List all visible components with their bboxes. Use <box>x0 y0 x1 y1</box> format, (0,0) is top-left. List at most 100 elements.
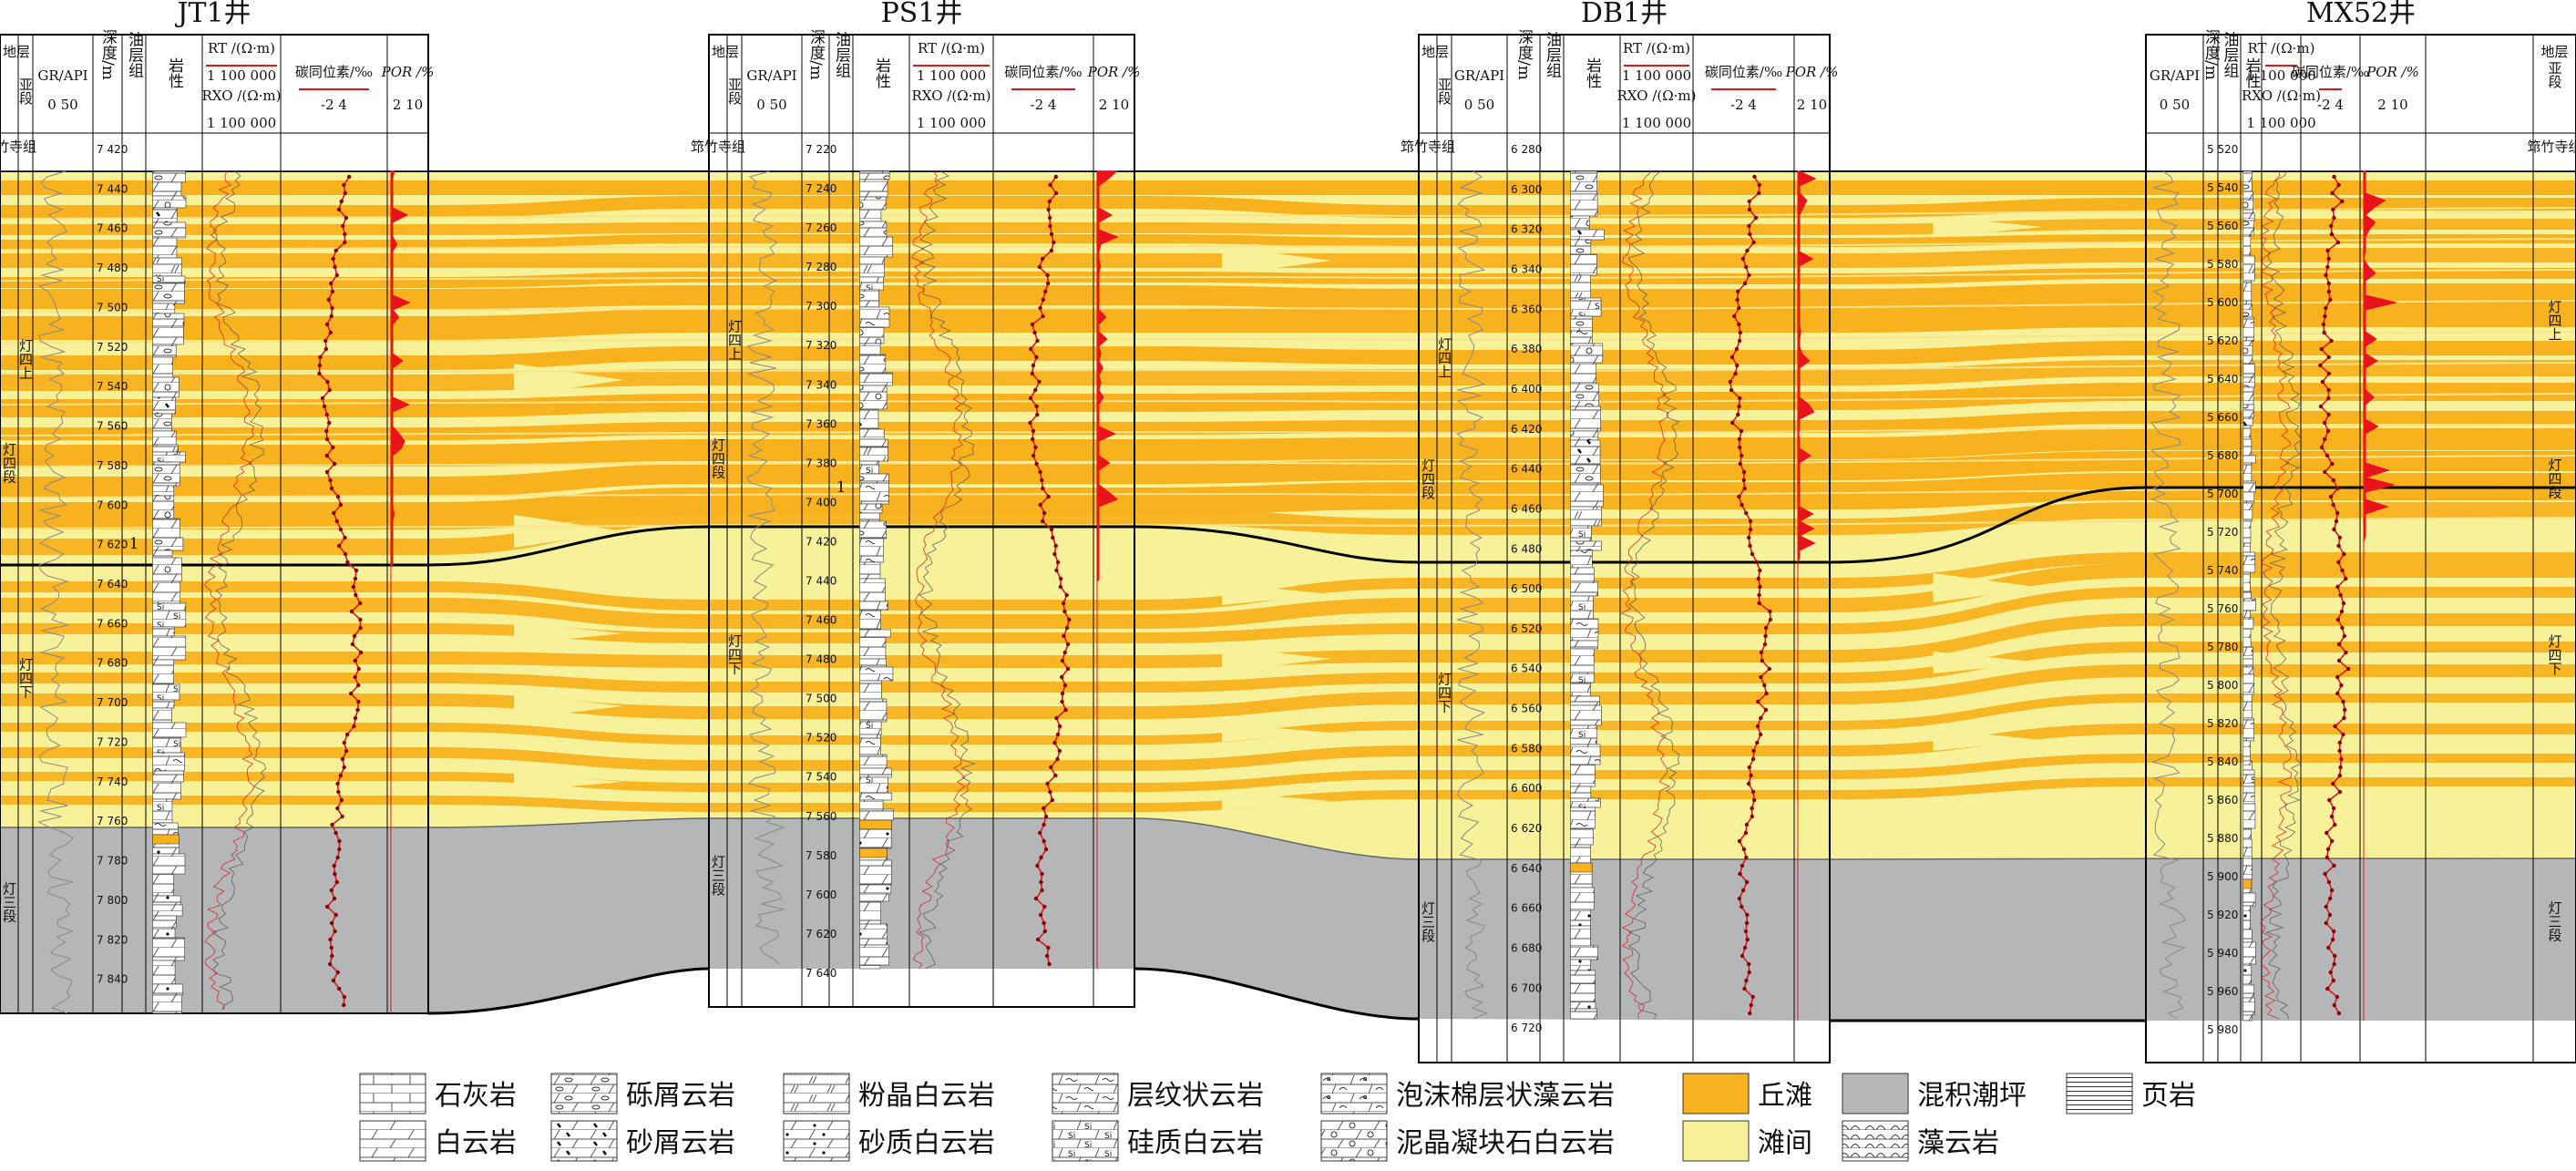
lithology-bed <box>152 937 185 961</box>
carbon-sample-point <box>1746 535 1751 540</box>
zone-deng4-lower: 灯四下 <box>1436 673 1452 714</box>
carbon-sample-point <box>1757 601 1761 606</box>
carbon-sample-point <box>1737 445 1742 450</box>
carbon-sample-point <box>1057 748 1062 754</box>
carbon-sample-point <box>2324 904 2328 909</box>
depth-tick: 7 600 <box>97 498 128 511</box>
depth-tick: 5 580 <box>2207 258 2238 271</box>
carbon-sample-point <box>2326 281 2331 286</box>
lithology-bed <box>2242 455 2256 464</box>
depth-tick: 6 460 <box>1511 502 1542 515</box>
lithology-bed <box>1570 695 1600 706</box>
header-carbon: 碳同位素/‰ <box>2292 64 2369 80</box>
carbon-sample-point <box>336 789 341 795</box>
carbon-sample-point <box>2321 322 2326 327</box>
header-rxo: RXO /(Ω·m) <box>202 87 282 104</box>
carbon-sample-point <box>2335 486 2340 491</box>
carbon-sample-point <box>2330 937 2335 942</box>
carbon-sample-point <box>1758 732 1763 737</box>
depth-tick: 7 480 <box>806 653 836 666</box>
lithology-bed <box>1570 229 1605 241</box>
carbon-sample-point <box>334 830 338 836</box>
carbon-sample-point <box>2341 699 2345 704</box>
carbon-sample-point <box>1053 174 1059 180</box>
carbon-sample-point <box>1037 264 1042 270</box>
carbon-sample-point <box>332 461 337 467</box>
carbon-sample-point <box>1744 264 1749 270</box>
lithology-bed <box>2242 551 2256 573</box>
lithology-bed <box>152 207 178 223</box>
lithology-bed <box>1570 193 1598 217</box>
depth-tick: 6 520 <box>1511 622 1542 635</box>
lithology-bed <box>859 658 887 668</box>
legend-label-powder: 粉晶白云岩 <box>858 1080 995 1112</box>
lithology-bed <box>152 927 176 939</box>
depth-tick: 6 560 <box>1511 703 1542 715</box>
carbon-sample-point <box>338 527 344 532</box>
carbon-sample-point <box>2342 551 2346 557</box>
lithology-bed <box>1570 764 1596 787</box>
lithology-bed <box>1570 595 1594 620</box>
lithology-bed <box>859 828 892 849</box>
depth-tick: 7 360 <box>806 417 836 430</box>
carbon-sample-point <box>1753 215 1759 221</box>
legend-swatch-rudstone <box>550 1073 618 1115</box>
header-oil-group: 油层组 <box>2221 31 2240 77</box>
depth-tick: 6 600 <box>1511 782 1542 795</box>
carbon-sample-point <box>1041 313 1045 319</box>
carbon-sample-point <box>1060 691 1065 696</box>
carbon-sample-point <box>328 937 333 942</box>
depth-tick: 7 600 <box>806 889 836 901</box>
carbon-sample-point <box>2337 535 2343 540</box>
lithology-bed <box>2242 803 2256 829</box>
carbon-sample-point <box>2322 330 2326 335</box>
lithology-bed <box>152 344 177 358</box>
carbon-sample-point <box>1744 920 1750 926</box>
lithology-bed <box>1570 430 1599 441</box>
legend-swatch-siliceous <box>1052 1120 1119 1162</box>
carbon-sample-point <box>2331 978 2336 983</box>
lithology-bed <box>859 893 889 902</box>
lithology-bed <box>2242 542 2251 553</box>
carbon-sample-point <box>339 797 344 803</box>
carbon-sample-point <box>1038 305 1042 311</box>
carbon-sample-point <box>330 953 334 959</box>
carbon-sample-point <box>335 970 340 975</box>
rxo-curve <box>2265 170 2303 1020</box>
depth-tick: 7 660 <box>97 617 128 630</box>
carbon-sample-point <box>1028 395 1033 401</box>
carbon-sample-point <box>1040 256 1045 262</box>
shoal-band <box>0 196 2576 218</box>
header-gr: GR/API <box>1454 67 1504 84</box>
legend-label-intershoal: 滩间 <box>1758 1127 1812 1159</box>
carbon-sample-point <box>1755 740 1760 745</box>
depth-tick: 6 500 <box>1511 582 1542 595</box>
carbon-sample-point <box>338 502 344 508</box>
lithology-bed <box>859 636 887 660</box>
carbon-sample-point <box>335 855 340 860</box>
lithology-bed <box>859 808 894 821</box>
depth-tick: 7 580 <box>806 849 836 862</box>
carbon-sample-point <box>1045 272 1050 278</box>
depth-tick: 7 460 <box>806 614 836 627</box>
header-carbon-scale: -2 4 <box>1730 97 1757 113</box>
lithology-bed <box>2242 363 2255 378</box>
carbon-sample-point <box>2327 912 2333 918</box>
carbon-sample-point <box>1740 502 1744 508</box>
lithology-bed <box>152 683 180 701</box>
depth-tick: 6 420 <box>1511 423 1542 436</box>
carbon-sample-point <box>2329 814 2335 819</box>
lithology-bed <box>152 722 187 738</box>
carbon-sample-point <box>2339 683 2344 688</box>
lithology-bed <box>1570 959 1591 971</box>
carbon-sample-point <box>2325 847 2331 852</box>
header-carbon: 碳同位素/‰ <box>1705 64 1782 80</box>
carbon-sample-point <box>1047 215 1052 221</box>
lithology-bed <box>1570 704 1602 726</box>
lithology-bed <box>2242 571 2251 592</box>
lithology-bed <box>1570 362 1596 385</box>
header-por: POR /% <box>381 64 435 80</box>
carbon-sample-point <box>1748 519 1753 524</box>
carbon-sample-point <box>1747 199 1752 204</box>
